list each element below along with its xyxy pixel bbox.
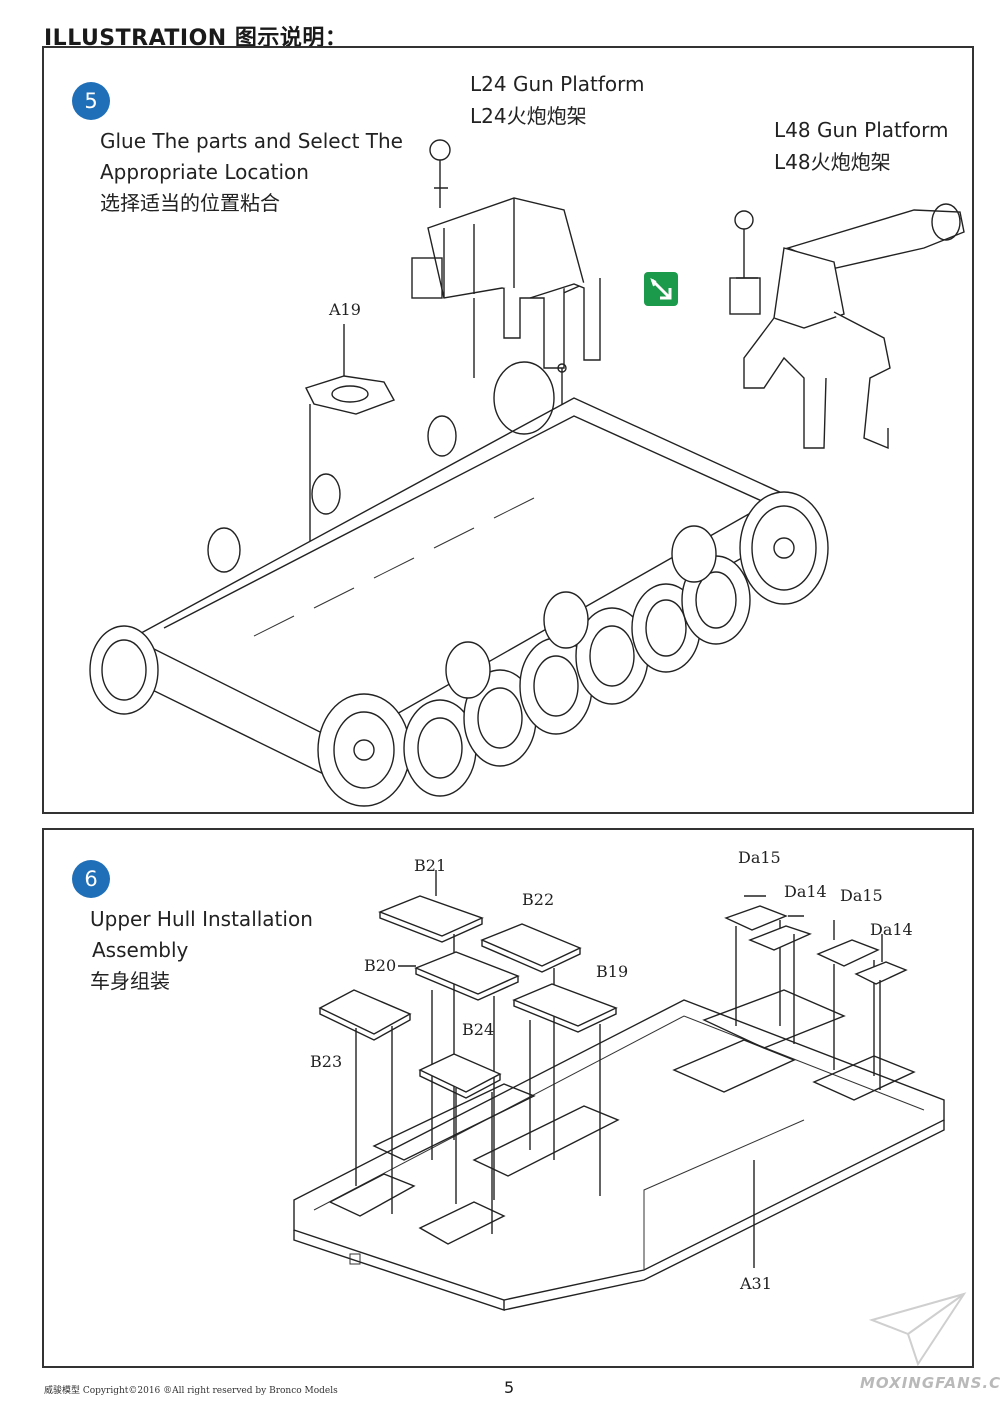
step-6-title-en-2: Assembly [92, 938, 189, 962]
l48-platform-label-cn: L48火炮炮架 [774, 150, 891, 174]
step-5-badge: 5 [72, 82, 110, 120]
step-5-instruction-en-2: Appropriate Location [100, 160, 309, 184]
part-label-b19: B19 [596, 962, 629, 981]
part-label-b21: B21 [414, 856, 447, 875]
part-label-a19: A19 [329, 300, 361, 319]
step-5-assembly-drawing [89, 139, 965, 807]
part-label-b20: B20 [364, 956, 397, 975]
part-label-da15-a: Da15 [738, 848, 781, 867]
part-label-a31: A31 [740, 1274, 772, 1293]
hatch-b20-drawing [398, 951, 520, 1200]
part-label-b24: B24 [462, 1020, 495, 1039]
step-6-badge: 6 [72, 860, 110, 898]
part-label-da14-a: Da14 [784, 882, 827, 901]
step-6-title-cn: 车身组装 [90, 969, 170, 993]
swap-icon [644, 272, 678, 306]
upper-hull-a31-drawing [293, 989, 945, 1311]
hull-chassis-drawing [89, 361, 829, 807]
l24-platform-label-cn: L24火炮炮架 [470, 104, 587, 128]
part-label-b22: B22 [522, 890, 555, 909]
l48-platform-label: L48 Gun Platform L48火炮炮架 [774, 114, 949, 178]
step-6-panel: 6 Upper Hull Installation Assembly 车身组装 … [42, 828, 974, 1368]
paper-plane-watermark-icon [868, 1292, 967, 1367]
l48-platform-label-en: L48 Gun Platform [774, 118, 949, 142]
hatch-b23-drawing [318, 989, 412, 1214]
footer-copyright: 威骏模型 Copyright©2016 ®All right reserved … [44, 1386, 338, 1396]
step-6-assembly-drawing [293, 870, 945, 1311]
page-number: 5 [504, 1378, 515, 1397]
l24-gun-platform-drawing [411, 139, 601, 580]
hatch-b19-drawing [512, 983, 618, 1196]
part-da15-da14-drawing [724, 895, 908, 1090]
part-label-b23: B23 [310, 1052, 343, 1071]
part-label-da15-b: Da15 [840, 886, 883, 905]
step-5-instruction-en-1: Glue The parts and Select The [100, 129, 403, 153]
step-5-panel: 5 Glue The parts and Select The Appropri… [42, 46, 974, 814]
hatch-b24-drawing [418, 1053, 502, 1234]
watermark-text: MOXINGFANS.COM [860, 1374, 1000, 1392]
step-5-instruction: Glue The parts and Select The Appropriat… [100, 126, 403, 219]
step-5-instruction-cn: 选择适当的位置粘合 [100, 191, 280, 215]
l24-platform-label: L24 Gun Platform L24火炮炮架 [470, 68, 645, 132]
hatch-b21-drawing [378, 870, 484, 1140]
step-6-title-en-1: Upper Hull Installation [90, 907, 313, 931]
part-label-da14-b: Da14 [870, 920, 913, 939]
l24-platform-label-en: L24 Gun Platform [470, 72, 645, 96]
l48-gun-platform-drawing [729, 203, 965, 450]
step-6-instruction: Upper Hull Installation Assembly 车身组装 [90, 904, 313, 997]
